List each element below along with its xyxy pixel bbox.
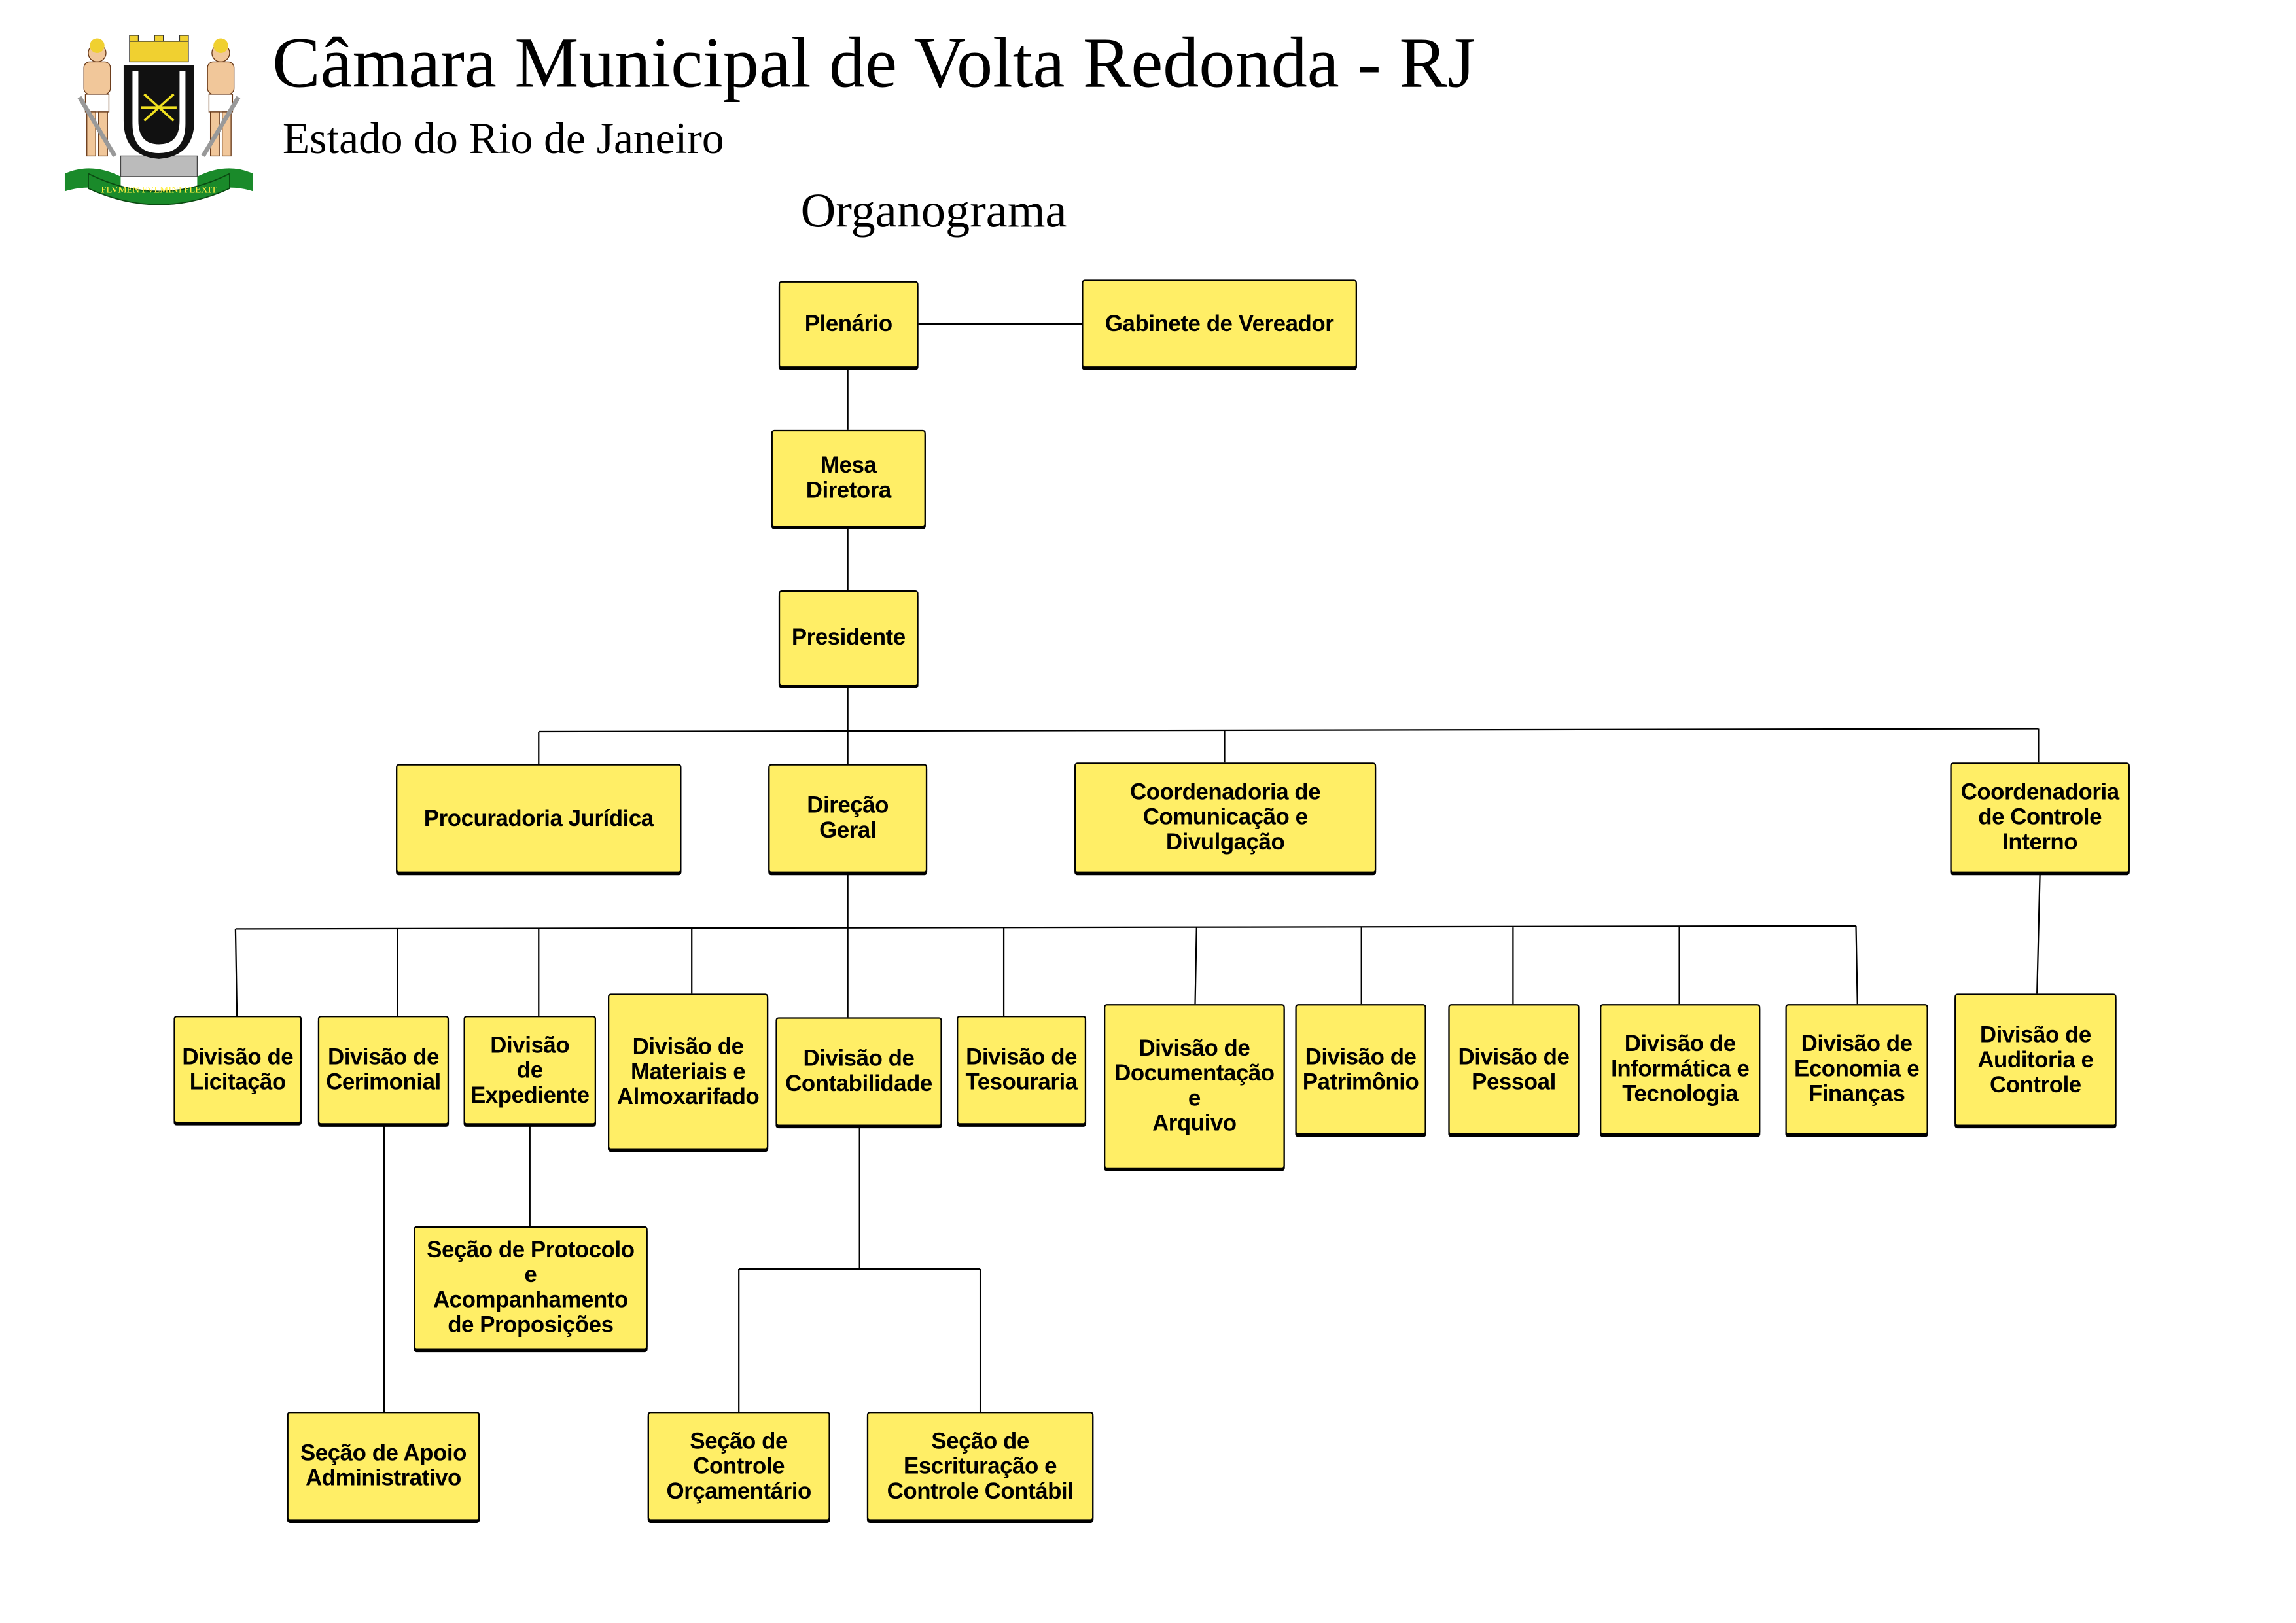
node-secao-controle-orcamentario: Seção de Controle Orçamentário [647,1412,830,1521]
node-mesa-diretora: Mesa Diretora [771,429,926,527]
chart-title: Organograma [800,185,1067,239]
node-divisao-pessoal: Divisão de Pessoal [1448,1004,1580,1135]
node-procuradoria-juridica: Procuradoria Jurídica [396,764,682,873]
node-divisao-documentacao: Divisão de Documentação e Arquivo [1104,1004,1285,1169]
node-divisao-tesouraria: Divisão de Tesouraria [957,1016,1087,1125]
node-divisao-auditoria: Divisão de Auditoria e Controle [1954,993,2117,1126]
node-direcao-geral: Direção Geral [768,764,928,873]
node-secao-protocolo: Seção de Protocolo e Acompanhamento de P… [414,1226,648,1350]
logo-motto-text: FLVMEN FVLMINI FLEXIT [101,185,217,196]
node-divisao-economia: Divisão de Economia e Finanças [1785,1004,1928,1135]
node-divisao-patrimonio: Divisão de Patrimônio [1295,1004,1426,1135]
node-presidente: Presidente [778,590,919,687]
node-plenario: Plenário [778,281,919,368]
node-divisao-contabilidade: Divisão de Contabilidade [775,1017,942,1126]
node-secao-apoio-administrativo: Seção de Apoio Administrativo [287,1412,480,1521]
node-divisao-cerimonial: Divisão de Cerimonial [317,1016,450,1125]
node-divisao-informatica: Divisão de Informática e Tecnologia [1600,1004,1761,1135]
node-divisao-expediente: Divisão de Expediente [463,1016,597,1125]
node-coordenadoria-comunicacao: Coordenadoria de Comunicação e Divulgaçã… [1074,762,1377,873]
node-secao-escrituracao: Seção de Escrituração e Controle Contábi… [866,1412,1094,1521]
page-title: Câmara Municipal de Volta Redonda - RJ [272,22,1475,103]
page-subtitle: Estado do Rio de Janeiro [282,115,724,164]
coat-of-arms-logo: FLVMEN FVLMINI FLEXIT [64,35,253,205]
node-coordenadoria-controle-interno: Coordenadoria de Controle Interno [1950,762,2130,873]
node-divisao-licitacao: Divisão de Licitação [173,1016,302,1124]
node-divisao-materiais: Divisão de Materiais e Almoxarifado [608,993,769,1150]
node-gabinete-de-vereador: Gabinete de Vereador [1082,279,1357,368]
